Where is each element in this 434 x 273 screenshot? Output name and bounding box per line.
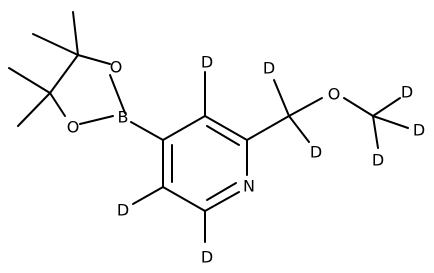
bond-c1-c2 — [49, 54, 79, 94]
atom-o2: O — [67, 118, 80, 137]
atom-labels: O O B N O D D D D D D D D — [67, 53, 425, 267]
atom-o3: O — [328, 85, 341, 104]
bond-o1-c1 — [77, 54, 111, 65]
bond-c3-c2r — [204, 115, 248, 141]
atom-d-ring-bottom: D — [201, 248, 213, 267]
bond-b-o1 — [109, 74, 126, 114]
bond-ch2-d-top — [273, 79, 290, 117]
bond-c1-me2 — [32, 33, 79, 56]
bond-b-c4 — [130, 121, 164, 141]
atom-n: N — [243, 177, 255, 196]
atom-d-ring-top: D — [201, 53, 213, 72]
bond-ch2-o — [288, 97, 323, 117]
atom-d-me-2: D — [413, 121, 425, 140]
atom-d-me-3: D — [372, 151, 384, 170]
bond-n-c6-inner — [206, 182, 237, 201]
atom-b: B — [118, 108, 129, 127]
bond-o2-b — [79, 115, 114, 125]
bonds — [8, 11, 409, 243]
bond-c1-me1 — [72, 11, 79, 56]
atom-o1: O — [110, 58, 123, 77]
bond-c2-me3 — [8, 67, 51, 94]
bond-ch2-d-bottom — [288, 115, 310, 143]
atom-d-ch2-top: D — [263, 59, 275, 78]
bond-c4-c3 — [162, 115, 206, 141]
bond-c5-d — [132, 186, 164, 205]
atom-d-ring-left: D — [117, 201, 129, 220]
bond-c6-c5 — [162, 186, 206, 212]
bond-n-c6 — [204, 191, 240, 212]
bond-me-d2 — [372, 115, 409, 129]
bond-o-me — [343, 97, 374, 117]
bond-me-d1 — [372, 97, 401, 117]
bond-c3-c2r-inner — [206, 125, 240, 146]
atom-d-ch2-bottom: D — [310, 143, 322, 162]
bond-c2r-ch2 — [246, 115, 290, 141]
atom-d-me-1: D — [401, 83, 413, 102]
bond-me-d3 — [372, 115, 379, 149]
bond-c2-me4 — [17, 92, 51, 127]
bond-c2-o2 — [49, 92, 66, 117]
